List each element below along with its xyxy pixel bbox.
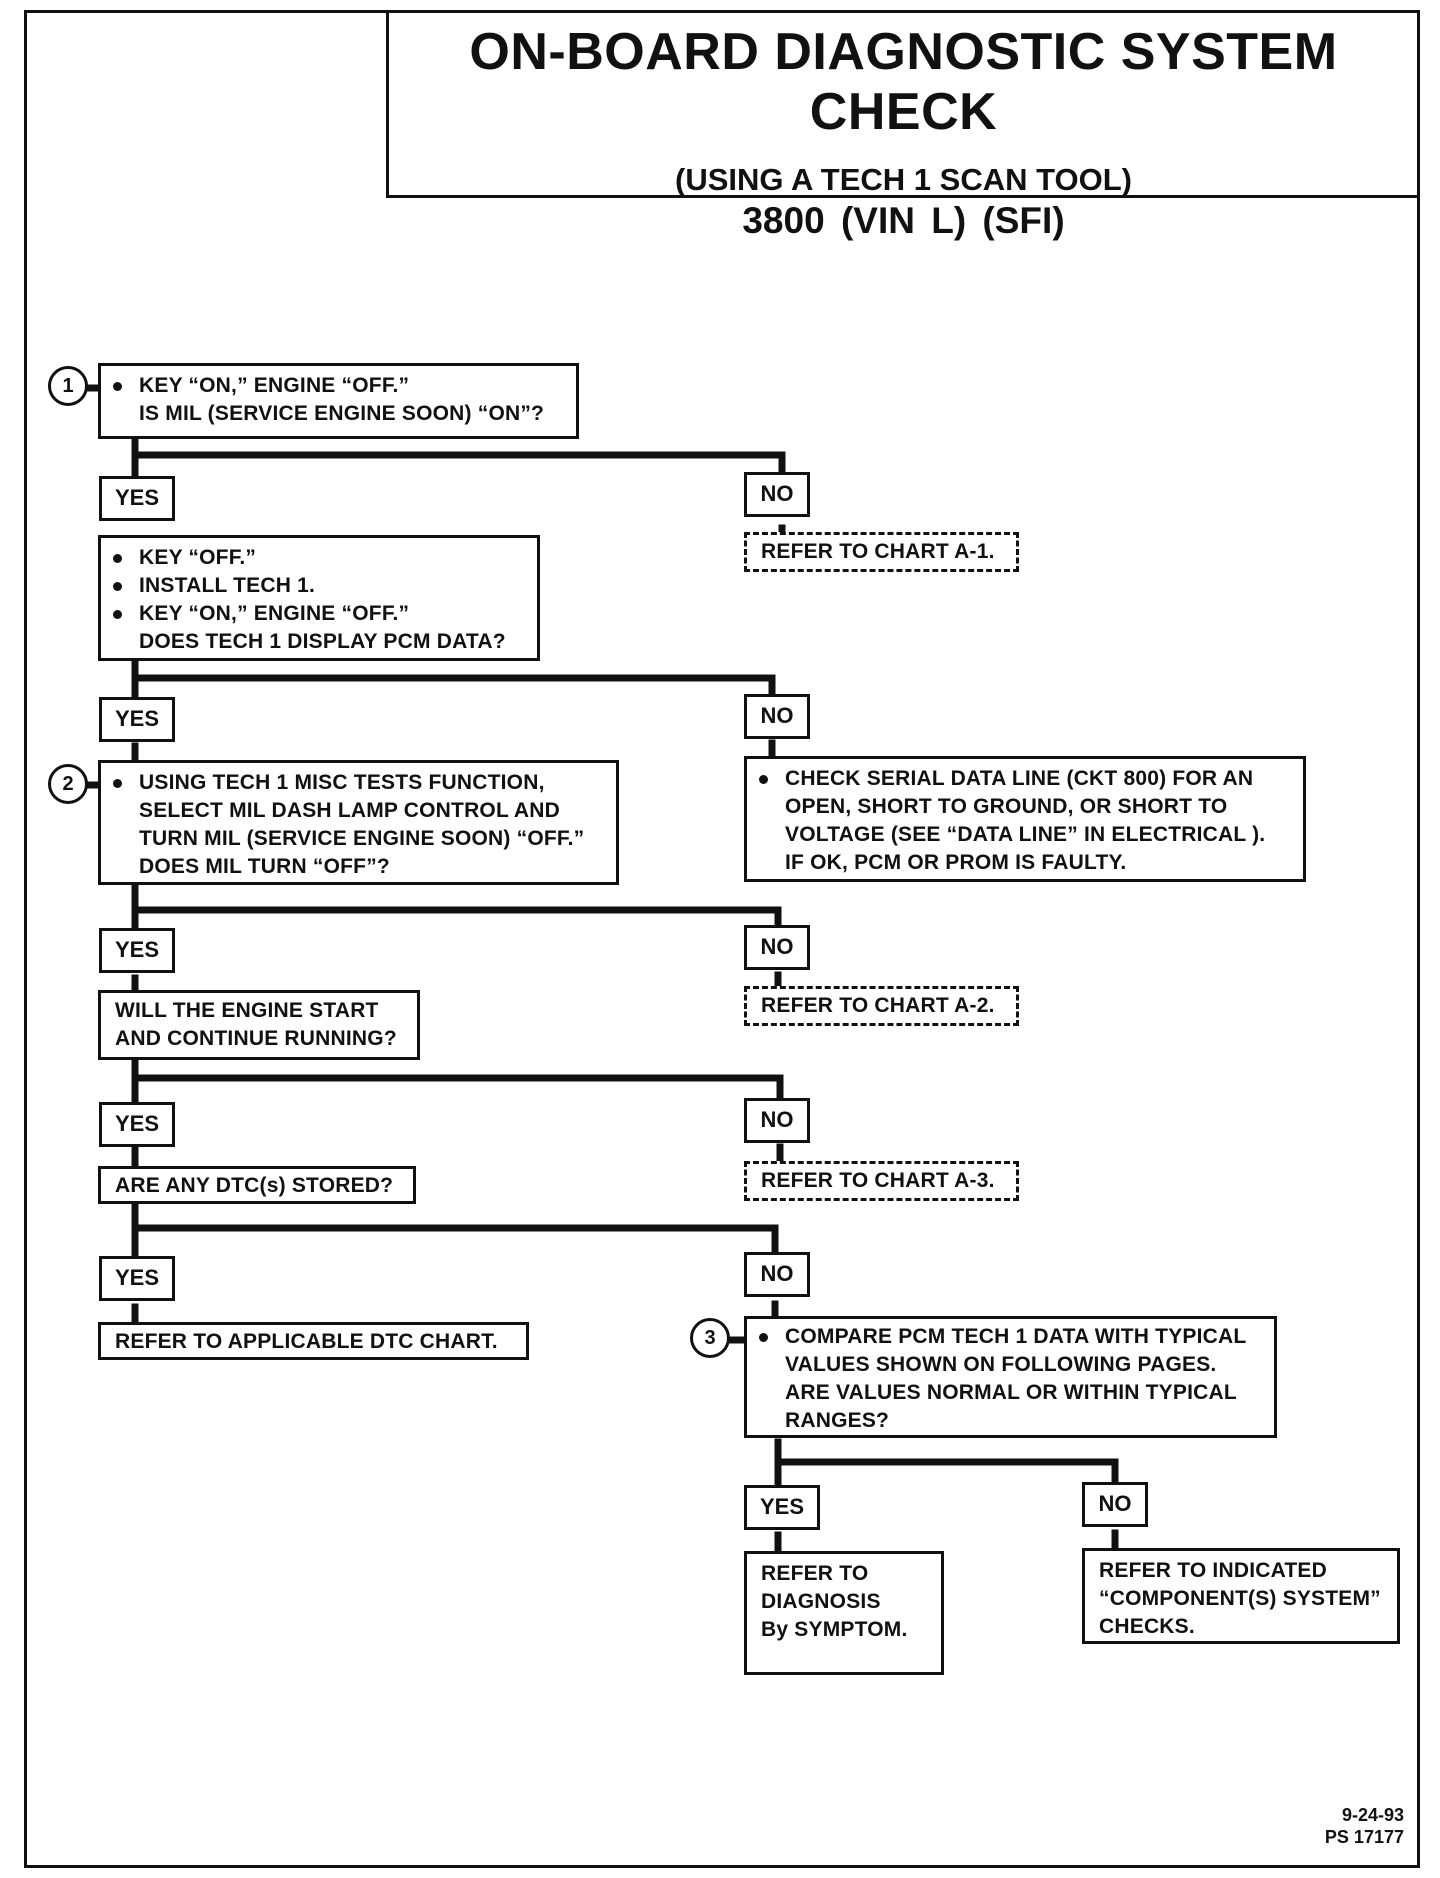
revision-date: 9-24-93 [1341,1805,1404,1825]
no-label-4: NO [744,1098,810,1143]
title-block: ON-BOARD DIAGNOSTIC SYSTEM CHECK (USING … [386,12,1418,241]
component-line-2: “COMPONENT(S) SYSTEM” [1099,1587,1381,1610]
serial-line-1: CHECK SERIAL DATA LINE (CKT 800) FOR AN [747,765,1303,793]
no-label-5: NO [744,1252,810,1297]
document-code: PS 17177 [1324,1827,1404,1847]
serial-line-2: OPEN, SHORT TO GROUND, OR SHORT TO [785,795,1228,818]
yes-label-5: YES [99,1256,175,1301]
compare-line-4: RANGES? [785,1409,890,1432]
yes-label-3: YES [99,928,175,973]
tech1-line-4: DOES TECH 1 DISPLAY PCM DATA? [139,630,506,653]
no-label-6: NO [1082,1482,1148,1527]
tech1-line-1: KEY “OFF.” [101,544,537,572]
connector-4 [131,1056,784,1170]
dtc-stored-box: ARE ANY DTC(s) STORED? [98,1166,416,1204]
serial-line-3: VOLTAGE (SEE “DATA LINE” IN ELECTRICAL )… [785,823,1266,846]
mil-dash-lamp-box: USING TECH 1 MISC TESTS FUNCTION, SELECT… [98,760,619,885]
yes-label-6: YES [744,1485,820,1530]
component-line-1: REFER TO INDICATED [1099,1559,1327,1582]
check-mil-line-2: IS MIL (SERVICE ENGINE SOON) “ON”? [139,402,545,425]
refer-chart-a2-box: REFER TO CHART A-2. [744,986,1019,1026]
compare-line-2: VALUES SHOWN ON FOLLOWING PAGES. [785,1353,1217,1376]
tech1-install-box: KEY “OFF.” INSTALL TECH 1. KEY “ON,” ENG… [98,535,540,661]
serial-data-line-box: CHECK SERIAL DATA LINE (CKT 800) FOR AN … [744,756,1306,882]
no-label-2: NO [744,694,810,739]
engine-start-box: WILL THE ENGINE START AND CONTINUE RUNNI… [98,990,420,1060]
no-label-1: NO [744,472,810,517]
step-2-marker: 2 [48,764,88,804]
compare-line-1: COMPARE PCM TECH 1 DATA WITH TYPICAL [747,1323,1274,1351]
diagnosis-by-symptom-box: REFER TO DIAGNOSIS By SYMPTOM. [744,1551,944,1675]
footer-reference: 9-24-93 PS 17177 [1325,1804,1404,1848]
check-mil-box: KEY “ON,” ENGINE “OFF.” IS MIL (SERVICE … [98,363,579,439]
check-mil-line-1: KEY “ON,” ENGINE “OFF.” [101,372,576,400]
connector-5 [131,1198,779,1330]
engine-start-line-1: WILL THE ENGINE START [115,999,379,1022]
tech1-line-3: KEY “ON,” ENGINE “OFF.” [101,600,537,628]
refer-chart-a3-box: REFER TO CHART A-3. [744,1161,1019,1201]
refer-dtc-chart-box: REFER TO APPLICABLE DTC CHART. [98,1322,529,1360]
connector-1 [131,433,786,538]
tech1-line-2: INSTALL TECH 1. [101,572,537,600]
no-label-3: NO [744,925,810,970]
step-3-marker: 3 [690,1318,730,1358]
component-system-checks-box: REFER TO INDICATED “COMPONENT(S) SYSTEM”… [1082,1548,1400,1644]
page-border [24,10,1420,1868]
compare-pcm-data-box: COMPARE PCM TECH 1 DATA WITH TYPICAL VAL… [744,1316,1277,1438]
symptom-line-1: REFER TO [761,1562,869,1585]
yes-label-2: YES [99,697,175,742]
component-line-3: CHECKS. [1099,1615,1195,1638]
engine-start-line-2: AND CONTINUE RUNNING? [115,1027,397,1050]
mil-lamp-line-3: TURN MIL (SERVICE ENGINE SOON) “OFF.” [139,827,585,850]
step-1-marker: 1 [48,366,88,406]
refer-chart-a1-box: REFER TO CHART A-1. [744,532,1019,572]
connector-3 [131,879,782,994]
page-subtitle: (USING A TECH 1 SCAN TOOL) [675,162,1132,197]
connector-2 [131,656,776,766]
symptom-line-3: By SYMPTOM. [761,1618,908,1641]
yes-label-1: YES [99,476,175,521]
serial-line-4: IF OK, PCM OR PROM IS FAULTY. [785,851,1127,874]
symptom-line-2: DIAGNOSIS [761,1590,881,1613]
yes-label-4: YES [99,1102,175,1147]
mil-lamp-line-1: USING TECH 1 MISC TESTS FUNCTION, [101,769,616,797]
mil-lamp-line-2: SELECT MIL DASH LAMP CONTROL AND [139,799,560,822]
compare-line-3: ARE VALUES NORMAL OR WITHIN TYPICAL [785,1381,1237,1404]
page-title: ON-BOARD DIAGNOSTIC SYSTEM CHECK [469,23,1338,141]
engine-designation: 3800 (VIN L) (SFI) [742,200,1065,241]
mil-lamp-line-4: DOES MIL TURN “OFF”? [139,855,390,878]
connector-6 [774,1438,1119,1554]
